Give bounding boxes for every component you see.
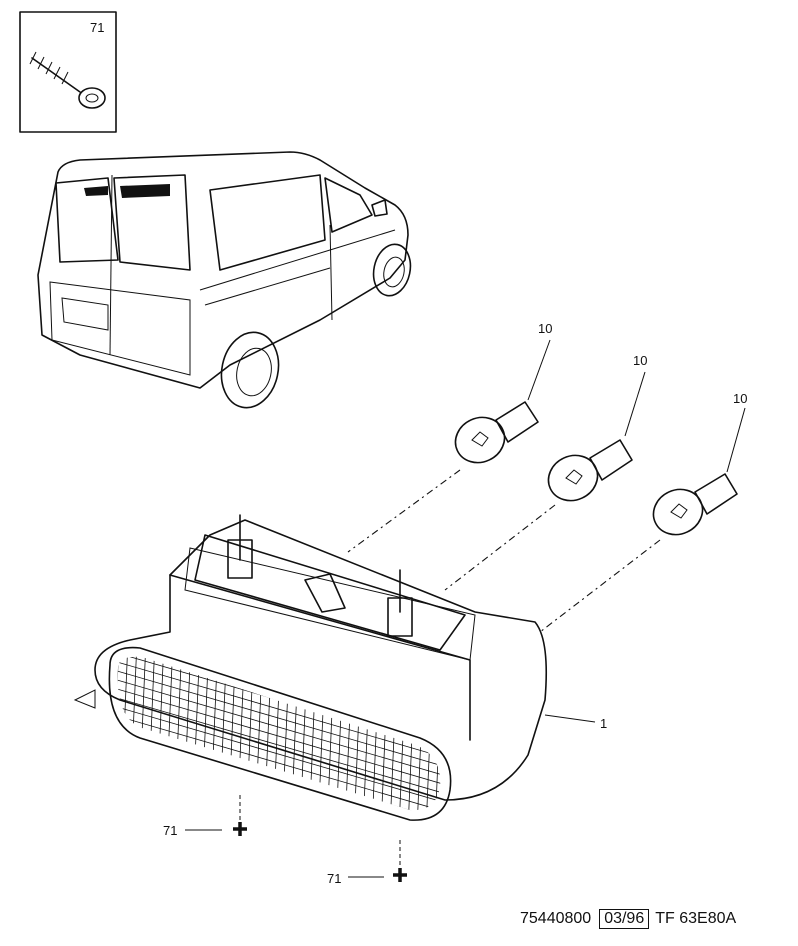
screw-inset (19, 11, 117, 133)
fixing-point-2 (348, 840, 407, 882)
van-illustration (37, 151, 412, 409)
assembly-line-2 (444, 504, 556, 591)
lamp-housing (73, 514, 547, 801)
screw-icon (29, 51, 106, 109)
date-code-box: 03/96 (599, 909, 650, 929)
bulb-3-label: 10 (733, 391, 747, 406)
lamp-leader (544, 714, 596, 723)
lamp-lens (108, 646, 452, 821)
bulb-2-leader (624, 371, 646, 437)
bulb-1-label: 10 (538, 321, 552, 336)
fixing-point-1 (185, 795, 247, 836)
screw-inset-frame (19, 11, 117, 133)
fixing-2-label: 71 (327, 871, 341, 886)
assembly-line-3 (539, 539, 661, 633)
bulb-2 (547, 439, 633, 502)
lens-grid (117, 656, 441, 811)
assembly-line-1 (347, 469, 461, 553)
part-number: 75440800 (520, 910, 592, 927)
screw-inset-label: 71 (90, 20, 104, 35)
bulb-2-label: 10 (633, 353, 647, 368)
lamp-label: 1 (600, 716, 607, 731)
bulb-1-leader (527, 339, 551, 401)
bulb-1 (454, 401, 539, 464)
bulb-3 (652, 473, 738, 536)
bulb-3-leader (726, 407, 746, 473)
reference-footer: 75440800 03/96 TF 63E80A (520, 908, 736, 930)
fixing-1-label: 71 (163, 823, 177, 838)
reference-code: TF 63E80A (655, 910, 737, 927)
